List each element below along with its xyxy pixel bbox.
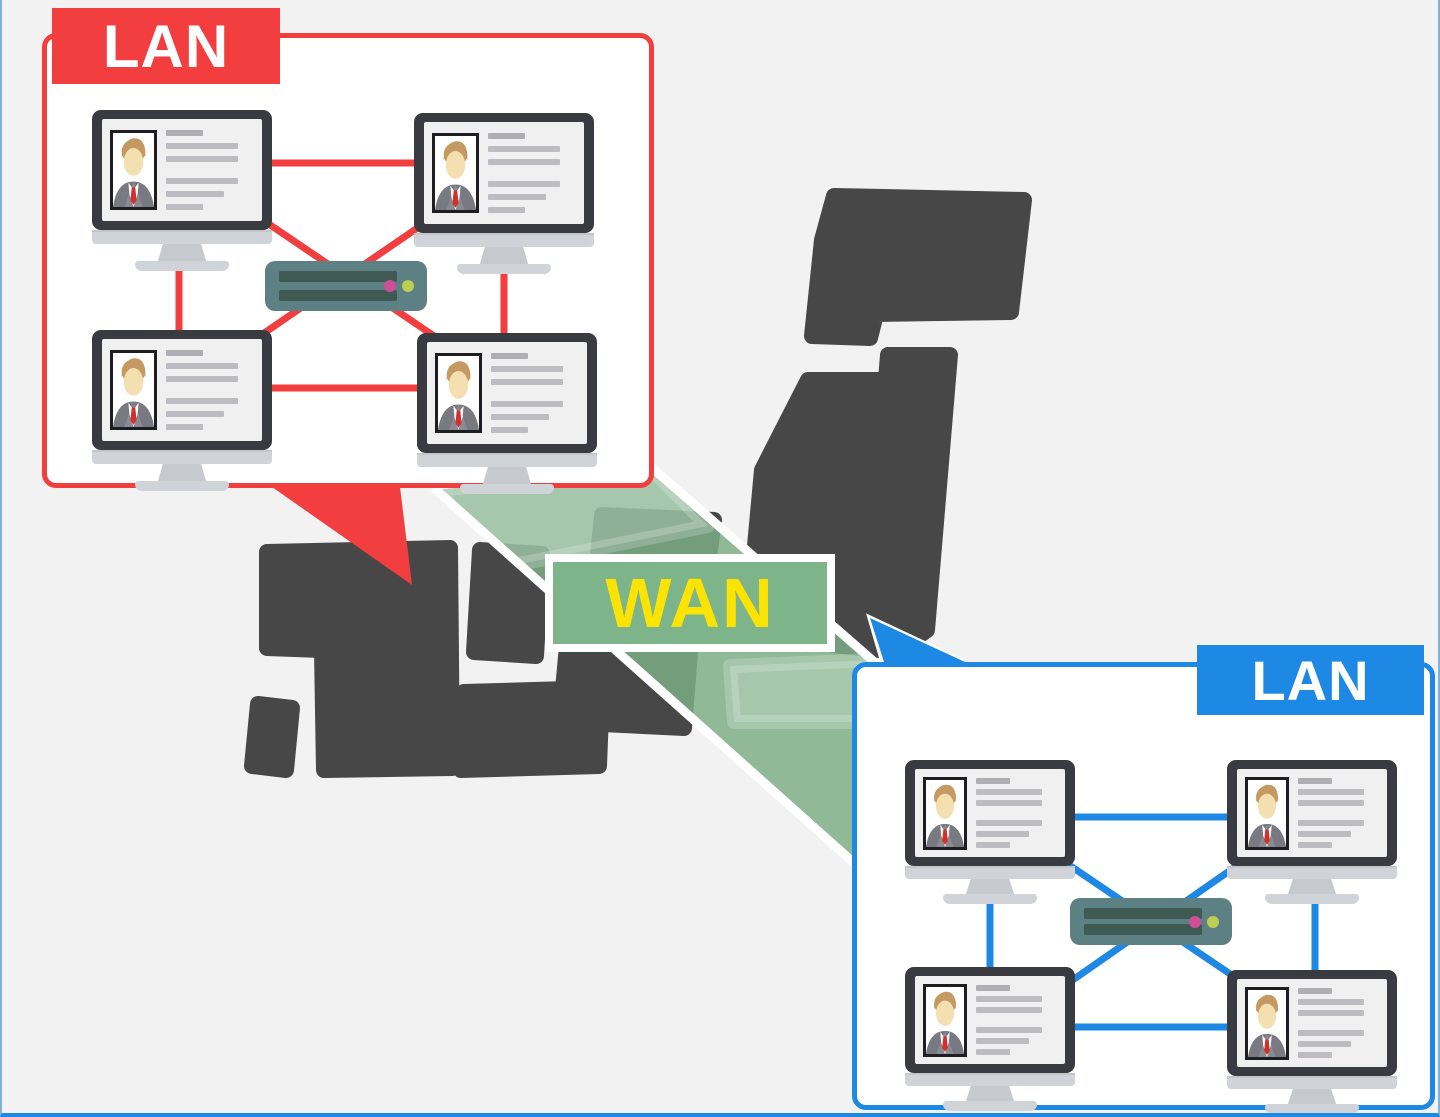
id-card-text-lines (166, 347, 254, 434)
id-card (110, 130, 157, 210)
monitor-bezel (92, 110, 272, 230)
person-icon (438, 361, 479, 430)
person-icon (113, 138, 154, 207)
monitor-screen (427, 342, 587, 444)
lan-box-blue (852, 662, 1435, 1113)
monitor-screen (1237, 769, 1387, 857)
switch-vent-slot (1084, 924, 1202, 935)
switch-led-pink (384, 280, 396, 292)
workstation-monitor (905, 760, 1075, 904)
monitor-stand-neck (480, 247, 528, 264)
monitor-stand-base (457, 264, 551, 274)
band-edge-lower (431, 484, 885, 892)
id-card-text-lines (1298, 985, 1379, 1061)
workstation-monitor (414, 113, 594, 274)
monitor-stand-base (135, 261, 229, 271)
monitor-stand-neck (966, 879, 1014, 894)
monitor-bezel (905, 967, 1075, 1073)
monitor-bezel (1227, 760, 1397, 866)
monitor-screen (915, 769, 1065, 857)
lan-label-blue: LAN (1197, 645, 1424, 715)
monitor-bezel (1227, 970, 1397, 1076)
lan-box-red (42, 33, 654, 494)
monitor-screen (102, 339, 262, 441)
id-card (432, 133, 479, 213)
switch-led-green (402, 280, 414, 292)
id-card (923, 983, 967, 1057)
monitor-stand-neck (158, 244, 206, 261)
monitor-screen (915, 976, 1065, 1064)
id-card (1245, 986, 1289, 1060)
monitor-bezel (92, 330, 272, 450)
id-card-text-lines (976, 775, 1057, 851)
blue-callout-tail (866, 613, 968, 667)
switch-vent-slot (1084, 908, 1202, 919)
person-icon (113, 358, 154, 427)
monitor-screen (102, 119, 262, 221)
monitor-chin (414, 233, 594, 247)
monitor-chin (92, 450, 272, 464)
id-card-text-lines (488, 130, 576, 217)
id-card (110, 350, 157, 430)
person-icon (1248, 784, 1286, 847)
id-card (923, 776, 967, 850)
monitor-stand-base (943, 894, 1037, 904)
switch-led-green (1207, 915, 1219, 928)
monitor-chin (92, 230, 272, 244)
network-switch (1070, 898, 1232, 945)
monitor-bezel (905, 760, 1075, 866)
red-callout-tail (272, 487, 412, 585)
switch-vent-slot (279, 290, 397, 301)
id-card-text-lines (1298, 775, 1379, 851)
person-icon (1248, 994, 1286, 1057)
monitor-chin (905, 866, 1075, 879)
workstation-monitor (417, 333, 597, 494)
island-shape-small-west (244, 696, 300, 778)
monitor-screen (1237, 979, 1387, 1067)
id-card-text-lines (491, 350, 579, 437)
monitor-stand-base (1265, 894, 1359, 904)
workstation-monitor (92, 330, 272, 491)
monitor-bezel (414, 113, 594, 233)
monitor-stand-neck (1288, 879, 1336, 894)
monitor-stand-base (460, 484, 554, 494)
id-card-text-lines (166, 127, 254, 214)
monitor-chin (1227, 1076, 1397, 1089)
monitor-chin (905, 1073, 1075, 1086)
monitor-stand-neck (158, 464, 206, 481)
wan-label: WAN (545, 554, 835, 652)
monitor-screen (424, 122, 584, 224)
monitor-stand-neck (966, 1086, 1014, 1101)
monitor-stand-neck (483, 467, 531, 484)
id-card (435, 353, 482, 433)
id-card-text-lines (976, 982, 1057, 1058)
workstation-monitor (92, 110, 272, 271)
person-icon (926, 991, 964, 1054)
monitor-stand-base (943, 1101, 1037, 1111)
workstation-monitor (905, 967, 1075, 1111)
lan-label-red: LAN (52, 8, 280, 84)
workstation-monitor (1227, 970, 1397, 1113)
monitor-bezel (417, 333, 597, 453)
island-shape-hokkaido (804, 188, 1032, 346)
monitor-stand-base (135, 481, 229, 491)
network-switch (265, 261, 427, 311)
switch-led-pink (1189, 915, 1201, 928)
monitor-chin (1227, 866, 1397, 879)
island-shape-chugoku (259, 540, 460, 778)
person-icon (435, 141, 476, 210)
monitor-chin (417, 453, 597, 467)
id-card (1245, 776, 1289, 850)
monitor-stand-neck (1288, 1089, 1336, 1104)
monitor-stand-base (1265, 1104, 1359, 1113)
person-icon (926, 784, 964, 847)
switch-vent-slot (279, 271, 397, 282)
workstation-monitor (1227, 760, 1397, 904)
